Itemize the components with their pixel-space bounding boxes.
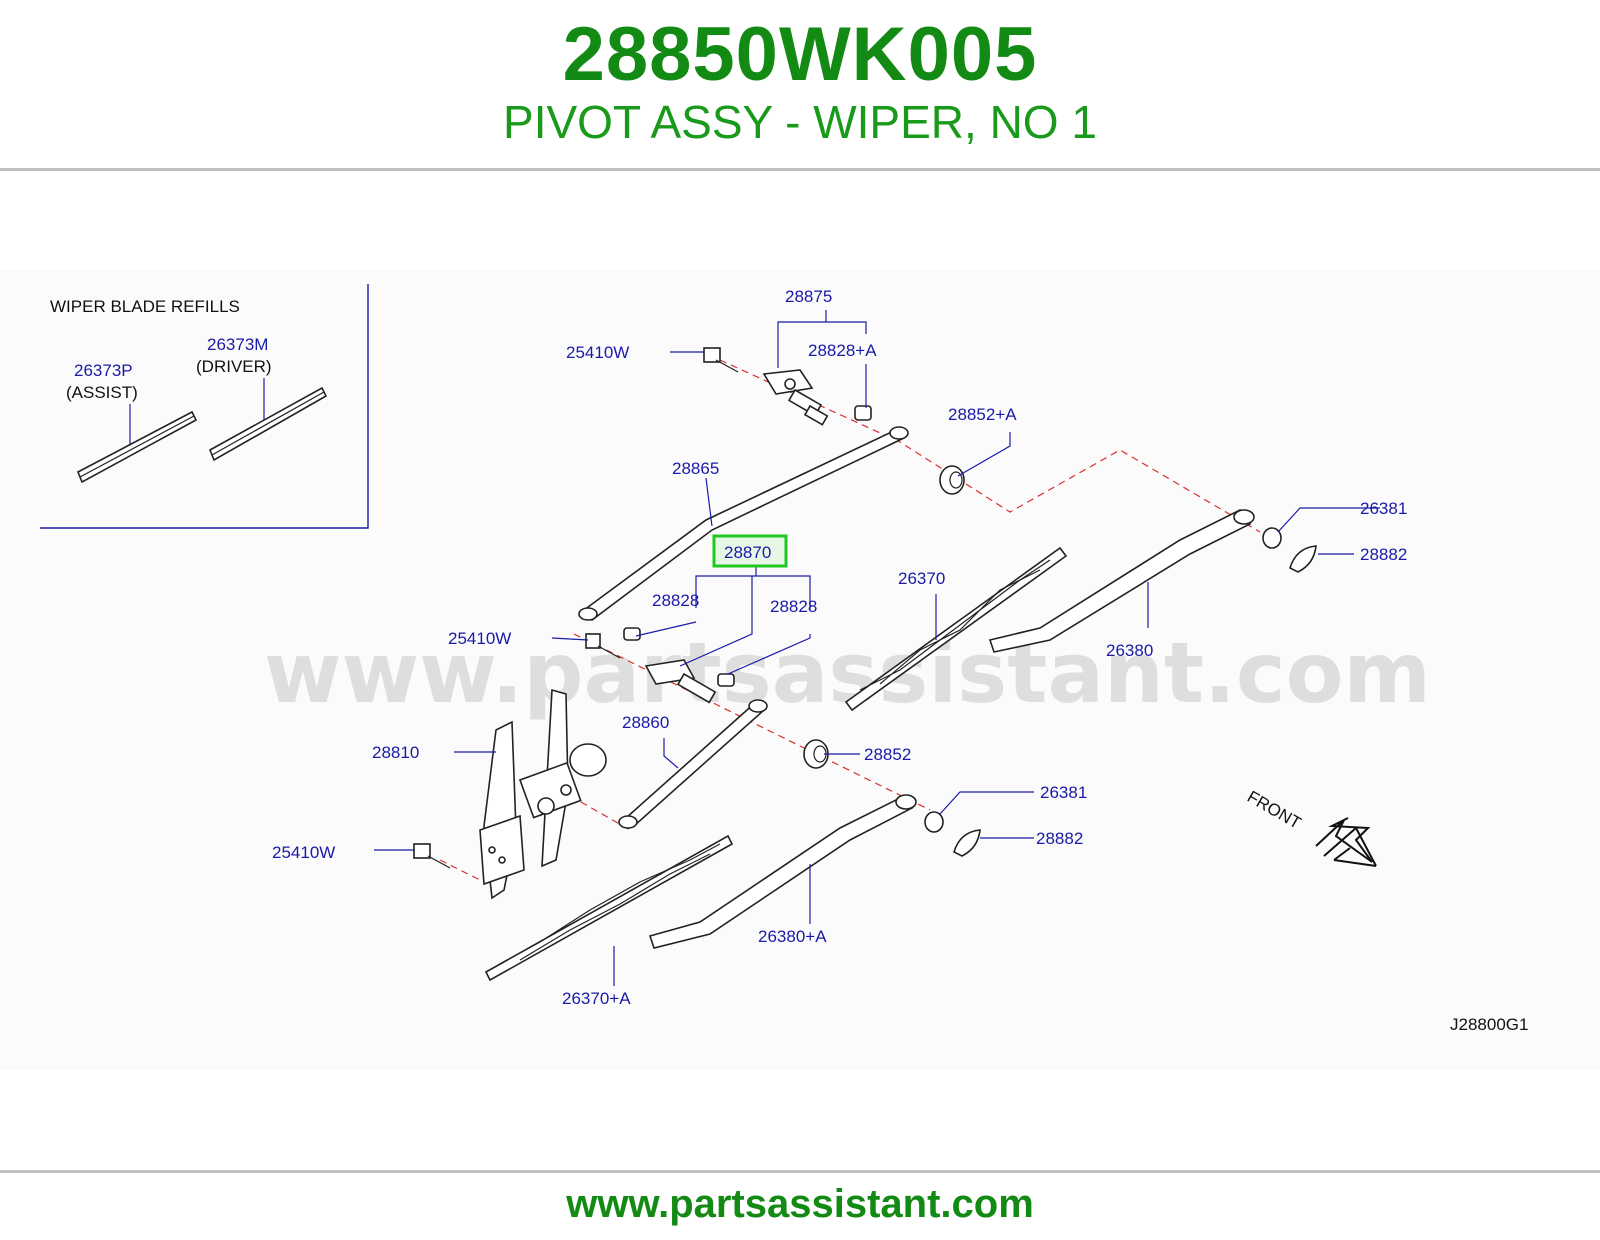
inset-wiper-refills: WIPER BLADE REFILLS 26373P (ASSIST) 2637…	[40, 284, 369, 529]
bushing-28828a-icon	[854, 405, 872, 421]
wiper-arm-26380a-icon	[648, 794, 917, 949]
callout-28882-bottom[interactable]: 28882	[1036, 829, 1083, 848]
callout-28828a[interactable]: 28828+A	[808, 341, 877, 360]
callout-28865[interactable]: 28865	[672, 459, 719, 478]
header-divider	[0, 168, 1600, 171]
callout-26381-top[interactable]: 26381	[1360, 499, 1407, 518]
inset-driver-label: (DRIVER)	[196, 357, 272, 376]
footer-website-link[interactable]: www.partsassistant.com	[566, 1182, 1034, 1226]
watermark-text: www.partsassistant.com	[264, 624, 1431, 722]
callout-25410w-bottom[interactable]: 25410W	[272, 843, 335, 862]
front-arrow-icon	[1315, 817, 1377, 867]
refill-driver-icon	[208, 386, 328, 462]
bolt-top-icon	[703, 347, 739, 373]
pivot-assy-28870-icon	[623, 627, 735, 704]
callout-26373p[interactable]: 26373P	[74, 361, 133, 380]
diagram-code: J28800G1	[1450, 1015, 1528, 1034]
part-name-subtitle: PIVOT ASSY - WIPER, NO 1	[503, 96, 1097, 148]
callout-25410w-top[interactable]: 25410W	[566, 343, 629, 362]
inset-title: WIPER BLADE REFILLS	[50, 297, 240, 316]
cap-28882-bottom-icon	[953, 829, 981, 857]
callout-26380a[interactable]: 26380+A	[758, 927, 827, 946]
leader-lines	[374, 310, 1380, 986]
callout-26370[interactable]: 26370	[898, 569, 945, 588]
wiper-blade-26370a-icon	[484, 834, 734, 982]
callout-28810[interactable]: 28810	[372, 743, 419, 762]
wiper-arm-26380-icon	[988, 508, 1255, 653]
callout-28828-right[interactable]: 28828	[770, 597, 817, 616]
part-number-title: 28850WK005	[562, 12, 1038, 97]
callout-26381-bottom[interactable]: 26381	[1040, 783, 1087, 802]
callout-28828-left[interactable]: 28828	[652, 591, 699, 610]
bolt-bottom-icon	[413, 843, 451, 869]
bolt-mid-icon	[585, 633, 621, 659]
nut-26381-top-icon	[1262, 527, 1282, 549]
callout-26380[interactable]: 26380	[1106, 641, 1153, 660]
callout-26373m[interactable]: 26373M	[207, 335, 268, 354]
nut-26381-bottom-icon	[924, 811, 944, 833]
callout-28875[interactable]: 28875	[785, 287, 832, 306]
inset-assist-label: (ASSIST)	[66, 383, 138, 402]
callout-28852a[interactable]: 28852+A	[948, 405, 1017, 424]
callout-28870[interactable]: 28870	[724, 543, 771, 562]
refill-assist-icon	[76, 410, 198, 484]
callout-26370a[interactable]: 26370+A	[562, 989, 631, 1008]
highlighted-part-box	[712, 534, 788, 568]
cap-28882-top-icon	[1289, 545, 1317, 573]
bushing-28852a-icon	[939, 465, 965, 495]
page-header: 28850WK005 PIVOT ASSY - WIPER, NO 1	[0, 0, 1600, 168]
link-rod-28860-icon	[618, 699, 768, 829]
callout-28860[interactable]: 28860	[622, 713, 669, 732]
footer-divider	[0, 1170, 1600, 1173]
motor-bracket-28810-icon	[479, 688, 607, 900]
link-rod-28865-icon	[578, 426, 909, 622]
callout-28882-top[interactable]: 28882	[1360, 545, 1407, 564]
parts-diagram: www.partsassistant.com WIPER BLADE REFIL…	[0, 270, 1600, 1070]
wiper-blade-26370-icon	[844, 546, 1068, 712]
callout-25410w-mid[interactable]: 25410W	[448, 629, 511, 648]
pivot-bracket-top-icon	[762, 369, 829, 426]
callout-28852[interactable]: 28852	[864, 745, 911, 764]
